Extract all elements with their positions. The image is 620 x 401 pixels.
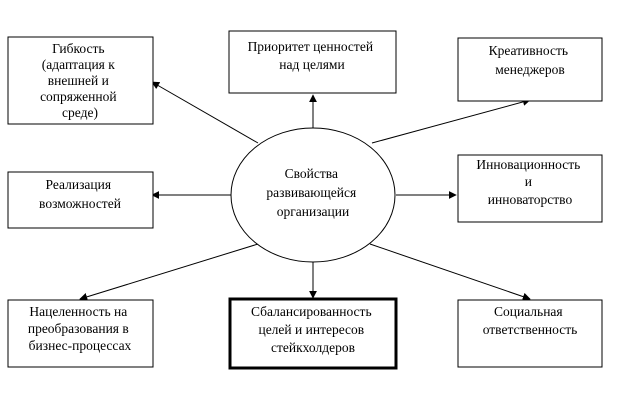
connector-arrows xyxy=(79,81,531,301)
node-label-line: и xyxy=(525,174,532,189)
node-label-line: целей и интересов xyxy=(258,322,364,337)
node-box xyxy=(457,299,603,368)
node-label: Инновационность и инноваторство xyxy=(476,157,583,207)
node-label-line: внешней и xyxy=(48,73,109,88)
node-label: Реализация возможностей xyxy=(39,177,121,211)
node-label-line: бизнес-процессах xyxy=(29,338,132,353)
node-label-line: сопряженной xyxy=(40,89,117,104)
center-label: Свойства развивающейся организации xyxy=(266,166,359,219)
node-box xyxy=(457,154,603,223)
node-label-line: Сбалансированность xyxy=(251,304,372,319)
node-innovation: Инновационность и инноваторство xyxy=(457,154,603,223)
node-label: Приоритет ценностей над целями xyxy=(248,39,377,72)
node-label-line: Реализация xyxy=(46,177,112,192)
arrow-to-social-responsibility xyxy=(369,243,531,301)
node-label: Сбалансированность целей и интересов сте… xyxy=(251,304,375,355)
center-label-line: Свойства xyxy=(285,166,338,181)
node-label: Креативность менеджеров xyxy=(489,43,572,77)
node-label: Нацеленность на преобразования в бизнес-… xyxy=(28,304,132,353)
node-values-priority: Приоритет ценностей над целями xyxy=(228,30,397,94)
node-social-responsibility: Социальная ответственность xyxy=(457,299,603,368)
node-balance: Сбалансированность целей и интересов сте… xyxy=(228,297,398,370)
node-label-line: Креативность xyxy=(489,43,568,58)
arrow-to-transformation-focus xyxy=(79,243,259,301)
node-label-line: ответственность xyxy=(483,322,578,337)
node-box xyxy=(228,30,397,94)
center-ellipse xyxy=(230,127,396,263)
node-label-line: Нацеленность на xyxy=(29,304,127,319)
node-transformation-focus: Нацеленность на преобразования в бизнес-… xyxy=(7,299,154,368)
node-box xyxy=(7,171,154,229)
node-label-line: Гибкость xyxy=(52,41,104,56)
center-label-line: развивающейся xyxy=(266,185,356,200)
node-box-emphasized xyxy=(228,297,398,370)
node-creativity: Креативность менеджеров xyxy=(457,37,603,102)
node-label-line: Социальная xyxy=(494,304,563,319)
node-label-line: над целями xyxy=(279,57,344,72)
node-label-line: менеджеров xyxy=(495,62,564,77)
node-label: Социальная ответственность xyxy=(483,304,578,337)
node-label-line: (адаптация к xyxy=(42,57,115,72)
node-label-line: возможностей xyxy=(39,196,121,211)
node-box xyxy=(457,37,603,102)
node-label-line: инноваторство xyxy=(488,192,573,207)
node-box xyxy=(7,299,154,368)
node-label: Гибкость (адаптация к внешней и сопряжен… xyxy=(40,41,120,120)
node-label-line: стейкхолдеров xyxy=(271,340,355,355)
node-label-line: среде) xyxy=(62,105,98,120)
node-label-line: преобразования в xyxy=(28,321,129,336)
node-flexibility: Гибкость (адаптация к внешней и сопряжен… xyxy=(7,36,154,125)
arrow-to-creativity xyxy=(371,98,531,144)
node-realization: Реализация возможностей xyxy=(7,171,154,229)
node-label-line: Инновационность xyxy=(476,157,580,172)
arrow-to-flexibility xyxy=(151,81,259,144)
node-label-line: Приоритет ценностей xyxy=(248,39,373,54)
node-box xyxy=(7,36,154,125)
center-label-line: организации xyxy=(277,204,349,219)
center-node: Свойства развивающейся организации xyxy=(230,127,396,263)
